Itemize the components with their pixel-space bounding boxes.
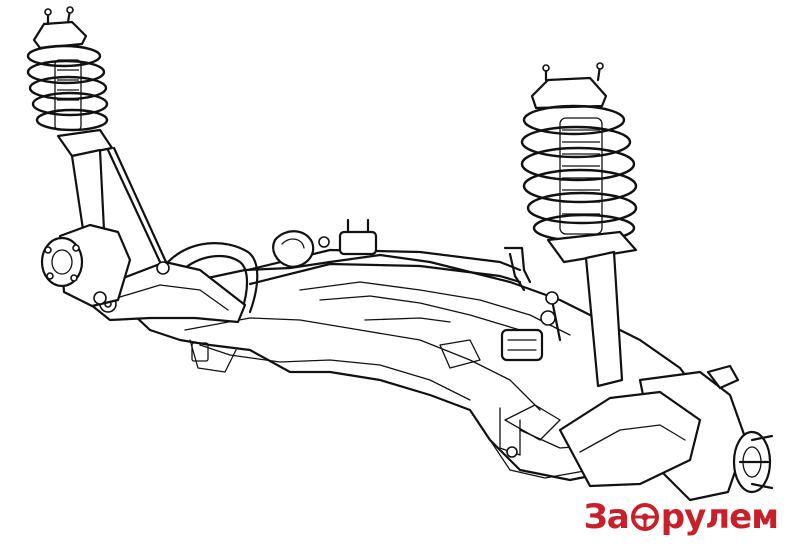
- center-bushings: [318, 218, 556, 362]
- anti-roll-bar: [166, 230, 532, 314]
- steering-wheel-icon: [630, 502, 660, 532]
- za-rulem-watermark: За рулем: [583, 497, 779, 537]
- watermark-text-part1: За: [583, 497, 630, 537]
- left-strut-assembly: [26, 6, 170, 308]
- watermark-text-part2: рулем: [660, 497, 779, 537]
- right-control-arm: [558, 390, 702, 488]
